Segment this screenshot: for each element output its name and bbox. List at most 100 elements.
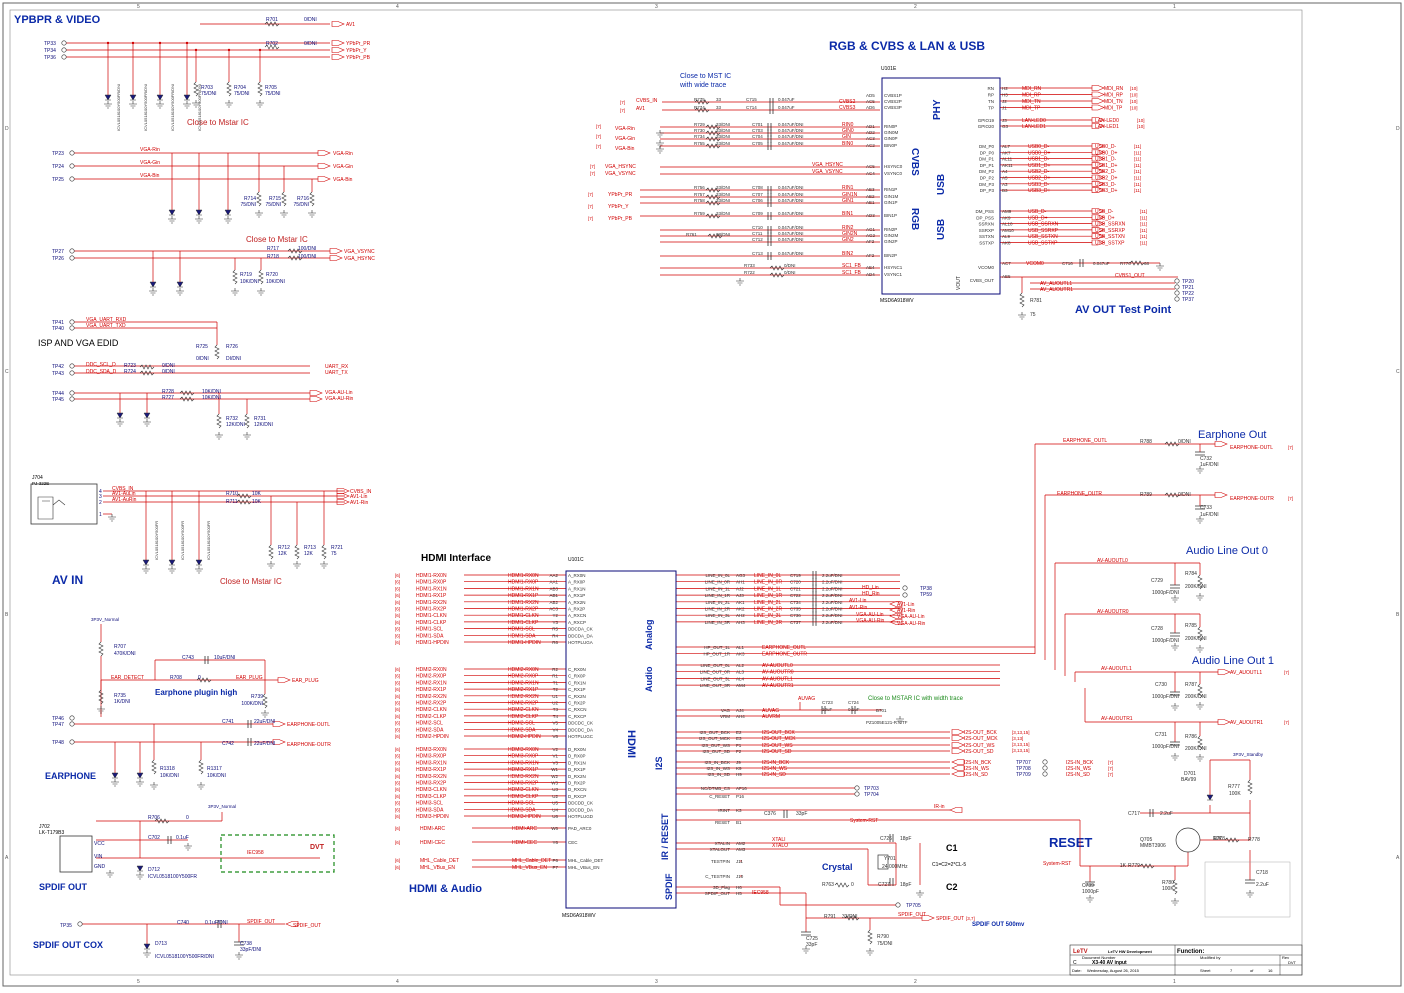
label-text: R719 — [240, 272, 252, 278]
label-text: [6] — [395, 747, 400, 752]
test-point — [1042, 759, 1048, 765]
label-text: R714 — [244, 196, 256, 202]
resistor-symbol — [705, 200, 721, 206]
net-label: GIN1 — [842, 198, 854, 204]
net-label: AV1-AuRin — [112, 497, 137, 503]
label-text: [6] — [395, 586, 400, 591]
net-port-arrow — [1091, 123, 1105, 129]
label-text: R775 — [694, 97, 705, 102]
net-label: USB_D+ — [1095, 215, 1115, 221]
label-text: DM_P2 — [979, 169, 995, 174]
label-text: [11] — [1134, 150, 1141, 155]
label-text: 0.047uF/DNI — [778, 225, 804, 230]
net-label: EARPHONE-OUTR — [1230, 496, 1274, 502]
label-text: R777 — [1228, 784, 1240, 790]
label-text: R725 — [196, 344, 208, 350]
label-text: AC4 — [866, 171, 875, 176]
ball-number: V3 — [552, 760, 558, 765]
net-label: HDMI1-RX0N — [508, 573, 539, 579]
resistor-symbol — [867, 929, 873, 945]
tvs-diode-symbol — [143, 412, 151, 419]
test-point — [69, 325, 75, 331]
net-label: HDMI1-RX0P — [416, 580, 447, 586]
net-label: EAR_DETECT — [111, 675, 144, 681]
label-text: 2.2uF/DNI — [822, 586, 843, 591]
label-text: SSRXN — [978, 222, 994, 227]
capacitor-symbol — [812, 617, 817, 626]
label-text: AE5 — [1002, 274, 1011, 279]
label-text: [7] — [1284, 670, 1289, 675]
resistor-symbol — [705, 187, 721, 193]
label-text: I2S_IN_WS — [706, 766, 730, 771]
c-eq-label: C1=C2=2*CL-5 — [932, 862, 966, 868]
ball-number: AB3 — [549, 586, 558, 591]
label-text: C711 — [752, 231, 763, 236]
net-label: UART_RX — [325, 364, 349, 370]
ground-symbol — [111, 779, 119, 787]
label-text: R780 — [1162, 880, 1174, 886]
test-point — [69, 255, 75, 261]
net-label: LINE_IN_1L — [754, 586, 781, 592]
label-text: AM10 — [1002, 228, 1014, 233]
label-text: E2 — [736, 730, 742, 735]
label-text: 0/DNI — [784, 263, 796, 268]
ball-number: T2 — [553, 687, 559, 692]
ball-number: V2 — [552, 747, 558, 752]
label-text: B1 — [736, 820, 742, 825]
label-text: B701 — [876, 708, 887, 713]
test-point-label: TP27 — [52, 249, 64, 255]
ground-symbol — [156, 101, 164, 109]
label-text: [6] — [395, 667, 400, 672]
net-port-arrow — [331, 40, 345, 46]
net-label: LAN-LED0 — [1095, 118, 1119, 124]
label-text: [3,13,15] — [1012, 742, 1030, 747]
net-label: HDMI2-CLKN — [508, 707, 539, 713]
net-label: HDMI1-HPDIN — [416, 640, 449, 646]
label-text: PZ1005E121-R70TF — [866, 720, 908, 725]
ground-symbol — [267, 561, 275, 569]
net-label: SC1_FB — [842, 263, 862, 269]
junction-dot — [258, 48, 262, 52]
resistor-symbol — [226, 81, 232, 97]
label-text: C709 — [752, 211, 763, 216]
label-text: R758 — [694, 198, 705, 203]
net-label: USB1_D- — [1028, 157, 1049, 163]
label-text: J10 — [736, 874, 744, 879]
label-text: 10K — [1213, 836, 1223, 842]
capacitor-symbol — [1079, 259, 1084, 267]
capacitor-symbol — [889, 878, 894, 886]
label-text: R787 — [1185, 682, 1197, 688]
resistor-symbol — [769, 265, 785, 271]
pin-name: A_RX2N — [568, 600, 586, 605]
capacitor-symbol — [767, 199, 772, 207]
label-text: 22uF/DNI — [254, 719, 275, 725]
tb-of: of — [1250, 968, 1254, 973]
tb-doc: X3-40 AV input — [1092, 960, 1127, 966]
label-text: R788 — [1140, 439, 1152, 445]
label-text: R733 — [744, 263, 755, 268]
label-text: AM4 — [736, 683, 746, 688]
net-label: AV1-Lin — [849, 598, 867, 604]
label-text: 33/DNI — [716, 122, 730, 127]
frame-col-label: 3 — [655, 4, 658, 10]
resistor-symbol — [1197, 683, 1203, 699]
net-port-arrow — [1091, 155, 1105, 162]
capacitor-symbol — [767, 142, 772, 150]
label-text: 0.047uF — [1093, 261, 1110, 266]
pin-name: HOTPLUGA — [568, 640, 593, 645]
net-label: AV1-AuLin — [112, 491, 136, 497]
tvs-diode-symbol — [195, 209, 203, 216]
label-text: LINE_OUT_3L — [700, 676, 730, 681]
label-text: 75/DNI — [877, 941, 893, 947]
label-text: [6] — [395, 787, 400, 792]
label-text: I2S — [654, 756, 664, 770]
resistor-symbol — [1164, 441, 1180, 447]
net-port-arrow — [331, 21, 345, 27]
label-text: 3P3V_Normal — [91, 617, 119, 622]
label-text: D713 — [155, 941, 167, 947]
label-text: [6] — [395, 640, 400, 645]
label-text: VSYNC0 — [884, 171, 903, 176]
tvs-diode-symbol — [183, 94, 191, 101]
tb-tag: LeTV HW Development — [1108, 949, 1152, 954]
